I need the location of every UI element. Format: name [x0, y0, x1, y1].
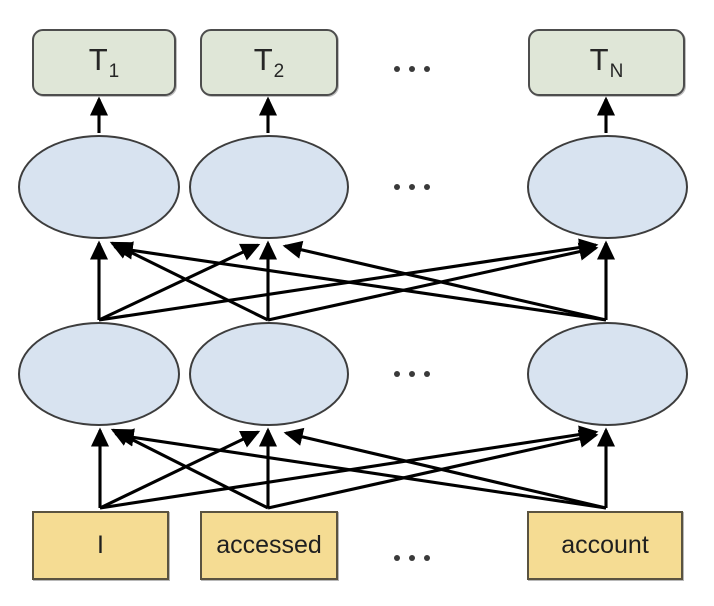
edge-w1-to-h1-2 — [99, 430, 261, 510]
ellipsis-dot — [424, 184, 430, 190]
ellipsis-dot — [409, 184, 415, 190]
output-layer-ellipsis — [385, 56, 439, 82]
output-node-t2-label: T2 — [253, 42, 285, 82]
input-node-wn-label: account — [561, 531, 649, 559]
ellipsis-dot — [394, 184, 400, 190]
hidden-top-node-1[interactable] — [18, 135, 180, 239]
input-node-w2[interactable]: accessed — [200, 511, 338, 580]
input-node-w1[interactable]: I — [32, 511, 169, 580]
ellipsis-dot — [409, 555, 415, 561]
input-node-w2-label: accessed — [216, 531, 322, 559]
edge-w1-to-h1-N — [99, 425, 599, 510]
ellipsis-dot — [394, 555, 400, 561]
hidden-top-node-2[interactable] — [189, 135, 349, 239]
ellipsis-dot — [409, 371, 415, 377]
ellipsis-dot — [409, 66, 415, 72]
hidden-bottom-ellipsis — [385, 361, 439, 387]
edge-h1-2-to-h2-N — [267, 242, 599, 322]
hidden-bottom-node-n[interactable] — [527, 322, 688, 426]
output-node-tn[interactable]: TN — [528, 29, 685, 96]
edge-w2-to-h1-N — [267, 429, 599, 510]
ellipsis-dot — [424, 555, 430, 561]
output-node-t1-label: T1 — [88, 42, 120, 82]
output-node-t2[interactable]: T2 — [200, 29, 338, 96]
input-node-w1-label: I — [97, 531, 104, 559]
edge-h1-N-to-h2-1 — [113, 241, 607, 322]
edge-w2-to-h1-1 — [110, 428, 269, 510]
output-node-t1[interactable]: T1 — [32, 29, 176, 96]
edge-h1-1-to-h2-N — [98, 238, 599, 322]
hidden-bottom-node-1[interactable] — [18, 322, 180, 426]
input-layer-ellipsis — [385, 545, 439, 571]
hidden-bottom-node-2[interactable] — [189, 322, 349, 426]
ellipsis-dot — [394, 371, 400, 377]
edge-h1-2-to-h2-1 — [109, 241, 269, 322]
output-node-tn-label: TN — [589, 42, 624, 82]
ellipsis-dot — [394, 66, 400, 72]
input-node-wn[interactable]: account — [527, 511, 683, 580]
hidden-top-ellipsis — [385, 174, 439, 200]
edge-wN-to-h1-2 — [283, 427, 607, 510]
ellipsis-dot — [424, 371, 430, 377]
ellipsis-dot — [424, 66, 430, 72]
edge-wN-to-h1-1 — [114, 428, 607, 510]
edge-h1-N-to-h2-2 — [282, 240, 607, 322]
edge-h1-1-to-h2-2 — [98, 243, 261, 322]
hidden-top-node-n[interactable] — [527, 135, 688, 239]
